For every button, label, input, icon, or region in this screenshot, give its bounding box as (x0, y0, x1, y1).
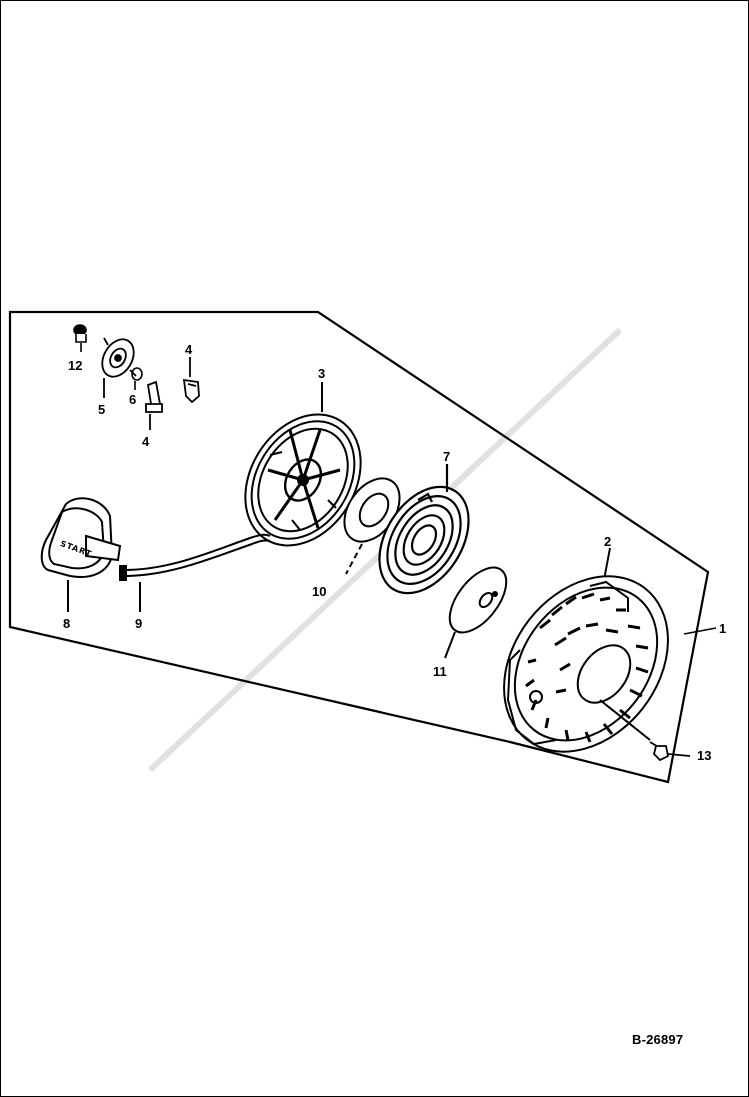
assembly-outline (8, 310, 710, 784)
callout-9: 9 (135, 616, 142, 631)
callout-4-lower: 4 (142, 434, 150, 449)
part-6-ring (131, 367, 143, 390)
callout-1: 1 (719, 621, 726, 636)
callout-2: 2 (604, 534, 611, 549)
part-4-pawl-upper (182, 357, 200, 404)
part-10-washer (343, 477, 401, 575)
part-11-plate (444, 566, 508, 659)
figure-code: B-26897 (632, 1032, 684, 1047)
callout-7: 7 (443, 449, 450, 464)
part-3-reel (244, 382, 362, 547)
part-4-pawl-lower (145, 380, 163, 430)
part-12-bolt (73, 324, 87, 352)
callout-3: 3 (318, 366, 325, 381)
callout-12: 12 (68, 358, 82, 373)
callout-5: 5 (98, 402, 105, 417)
part-7-spring (378, 464, 470, 595)
part-13-bolt (649, 741, 691, 762)
part-9-rope (119, 533, 271, 612)
callout-4-upper: 4 (185, 342, 193, 357)
callout-13: 13 (697, 748, 711, 763)
callout-10: 10 (312, 584, 326, 599)
callout-11: 11 (433, 664, 447, 679)
part-2-starter-case (503, 547, 669, 753)
callout-6: 6 (129, 392, 136, 407)
callout-8: 8 (63, 616, 70, 631)
part-5-ratchet (101, 337, 137, 398)
part-8-handle: START (40, 497, 122, 612)
part-1-leader (683, 627, 717, 635)
